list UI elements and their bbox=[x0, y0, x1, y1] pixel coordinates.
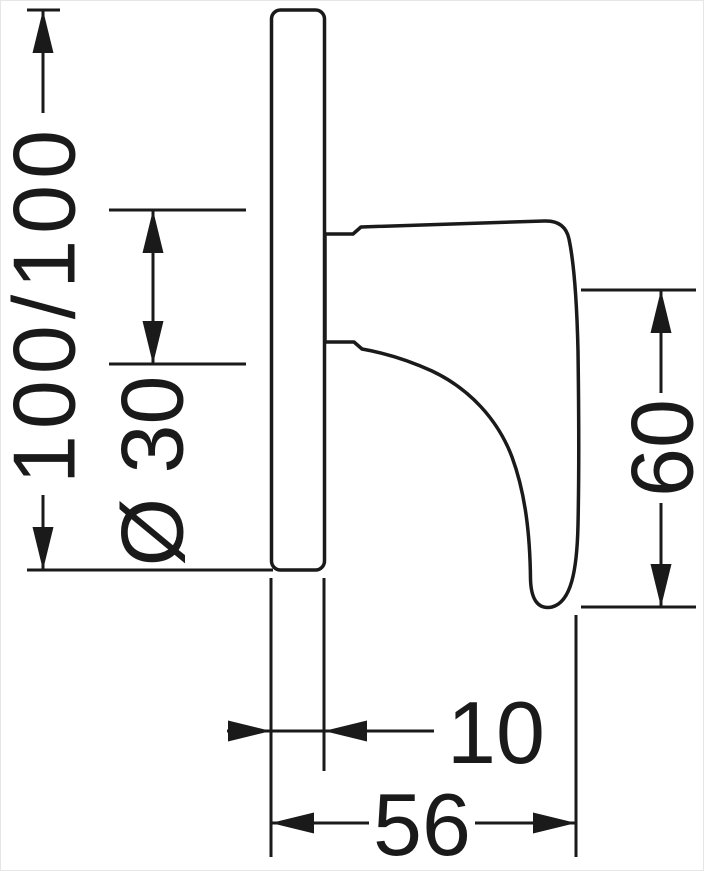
dimension-plate-thickness: 10 bbox=[227, 683, 545, 782]
lever-handle-outline bbox=[323, 219, 581, 610]
arrowhead-left bbox=[324, 720, 367, 742]
dimension-handle-height: 60 bbox=[581, 288, 704, 609]
dimension-label-depth: 56 bbox=[373, 775, 471, 871]
dimension-depth: 56 bbox=[271, 775, 576, 871]
arrowhead-right bbox=[533, 812, 576, 834]
arrowhead-up bbox=[650, 290, 672, 333]
dimension-label-plate-size: 100/100 bbox=[1, 124, 94, 484]
dimension-label-diameter: Ø 30 bbox=[103, 376, 202, 567]
arrowhead-up bbox=[142, 210, 164, 253]
escutcheon-plate-outline bbox=[269, 8, 327, 572]
dimension-label-plate-thickness: 10 bbox=[447, 683, 545, 782]
arrowhead-right bbox=[228, 720, 271, 742]
arrowhead-up bbox=[32, 10, 54, 53]
dimension-diameter: Ø 30 bbox=[103, 208, 246, 567]
dimension-plate-size: 100/100 bbox=[1, 8, 273, 572]
arrowhead-down bbox=[32, 527, 54, 570]
dimension-label-handle-height: 60 bbox=[613, 399, 704, 497]
arrowhead-left bbox=[271, 812, 314, 834]
arrowhead-down bbox=[650, 564, 672, 607]
arrowhead-down bbox=[142, 321, 164, 364]
